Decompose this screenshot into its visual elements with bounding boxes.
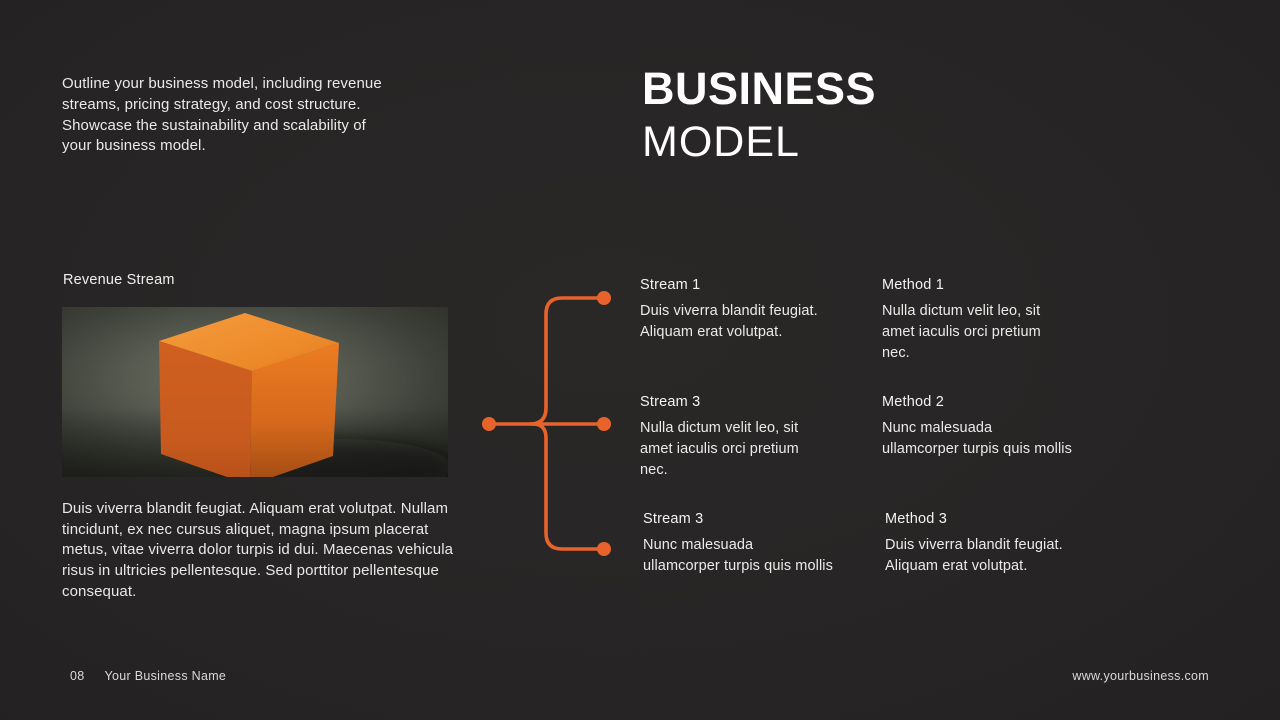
connector-dot-left bbox=[482, 417, 496, 431]
method-3-title: Method 3 bbox=[885, 511, 948, 527]
intro-paragraph-2: Showcase the sustainability and scalabil… bbox=[62, 116, 366, 155]
footer-left: 08 Your Business Name bbox=[70, 669, 226, 683]
stream-block-1: Stream 1 Duis viverra blandit feugiat. A… bbox=[640, 277, 830, 343]
stream-block-2: Stream 3 Nulla dictum velit leo, sit ame… bbox=[640, 394, 830, 481]
stream-block-3: Stream 3 Nunc malesuada ullamcorper turp… bbox=[643, 511, 833, 577]
cube-illustration bbox=[62, 307, 448, 477]
method-block-2: Method 2 Nunc malesuada ullamcorper turp… bbox=[882, 394, 1072, 460]
method-1-title: Method 1 bbox=[882, 277, 945, 293]
revenue-stream-label: Revenue Stream bbox=[63, 272, 175, 288]
connector-dot-mid-right bbox=[597, 417, 611, 431]
branch-connector-diagram bbox=[482, 291, 611, 556]
title-line-1: BUSINESS bbox=[642, 63, 877, 114]
connector-bottom-branch bbox=[531, 422, 606, 551]
website-url: www.yourbusiness.com bbox=[1072, 669, 1209, 683]
method-block-3: Method 3 Duis viverra blandit feugiat. A… bbox=[885, 511, 1075, 577]
page-title: BUSINESS MODEL bbox=[642, 62, 876, 168]
orange-cube-photo bbox=[62, 307, 448, 477]
business-name: Your Business Name bbox=[104, 669, 227, 683]
method-3-body: Duis viverra blandit feugiat. Aliquam er… bbox=[885, 537, 1063, 574]
stream-1-body: Duis viverra blandit feugiat. Aliquam er… bbox=[640, 303, 818, 340]
intro-paragraph-1: Outline your business model, including r… bbox=[62, 75, 382, 113]
method-block-1: Method 1 Nulla dictum velit leo, sit ame… bbox=[882, 277, 1072, 364]
method-2-body: Nunc malesuada ullamcorper turpis quis m… bbox=[882, 420, 1072, 457]
method-2-title: Method 2 bbox=[882, 394, 945, 410]
stream-1-title: Stream 1 bbox=[640, 277, 701, 293]
stream-3-body: Nunc malesuada ullamcorper turpis quis m… bbox=[643, 537, 833, 574]
cube-right-face bbox=[250, 343, 339, 477]
stream-2-body: Nulla dictum velit leo, sit amet iaculis… bbox=[640, 420, 799, 478]
page-number: 08 bbox=[70, 669, 85, 683]
cube-left-face bbox=[159, 341, 252, 477]
method-1-body: Nulla dictum velit leo, sit amet iaculis… bbox=[882, 303, 1041, 361]
connector-dot-bottom-right bbox=[597, 542, 611, 556]
stream-3-title: Stream 3 bbox=[643, 511, 704, 527]
connector-dot-top-right bbox=[597, 291, 611, 305]
cube-top-face bbox=[159, 313, 339, 371]
connector-top-branch bbox=[528, 296, 606, 426]
intro-text: Outline your business model, including r… bbox=[62, 74, 392, 157]
revenue-stream-description: Duis viverra blandit feugiat. Aliquam er… bbox=[62, 500, 454, 600]
title-line-2: MODEL bbox=[642, 118, 800, 166]
stream-2-title: Stream 3 bbox=[640, 394, 701, 410]
